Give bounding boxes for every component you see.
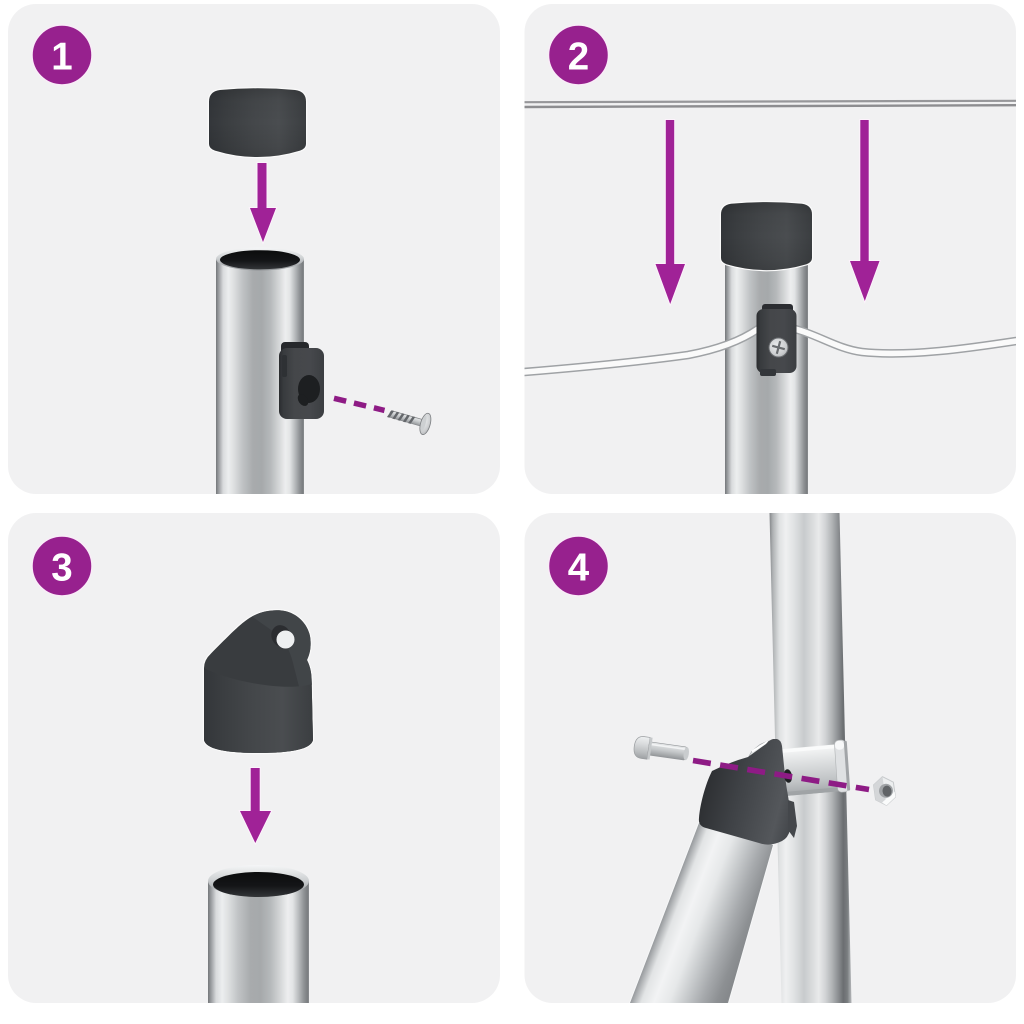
svg-text:1: 1 [51,36,72,79]
svg-text:3: 3 [51,547,72,590]
svg-text:2: 2 [568,36,589,79]
svg-text:4: 4 [568,547,590,590]
